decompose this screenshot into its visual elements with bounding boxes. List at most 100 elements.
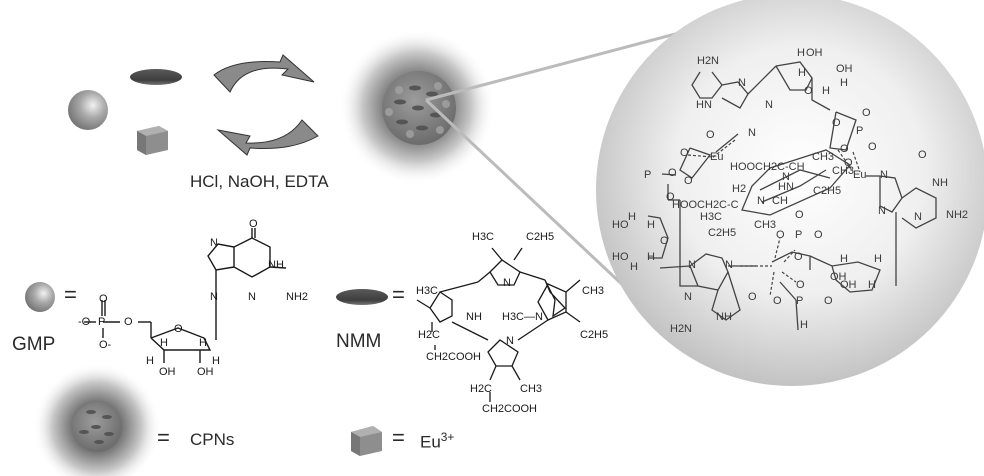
zoom-atom: N	[725, 259, 733, 271]
zoom-atom: N	[878, 205, 886, 217]
zoom-atom: H	[797, 47, 805, 59]
zoom-atom: C2H5	[708, 227, 737, 239]
zoom-atom: H	[840, 77, 848, 89]
zoom-atom: N	[880, 169, 888, 181]
nmm-group: CH2COOH	[482, 403, 538, 415]
zoom-atom: N	[782, 171, 790, 183]
zoom-atom: HN	[778, 181, 794, 193]
zoom-atom: H3C	[700, 211, 723, 223]
zoom-atom: O	[666, 191, 675, 203]
zoom-atom: P	[856, 125, 864, 137]
gmp-atom: NH	[268, 259, 284, 271]
zoom-atom: O	[832, 117, 841, 129]
nmm-group: H3C—N	[502, 311, 543, 323]
zoom-atom: O	[776, 229, 785, 241]
zoom-atom: CH3	[812, 151, 835, 163]
gmp-atom: O	[99, 293, 108, 305]
zoom-atom: P	[796, 295, 804, 307]
eu-label-base: Eu	[420, 432, 441, 452]
zoom-atom: O	[824, 295, 833, 307]
nmm-label: NMM	[336, 331, 382, 352]
zoom-atom: NH2	[946, 209, 969, 221]
zoom-atom: N	[748, 127, 756, 139]
zoom-atom: P	[644, 169, 652, 181]
zoom-atom: HOOCH2C-C	[672, 199, 739, 211]
nmm-group: H3C	[472, 231, 495, 243]
gmp-atom: OH	[197, 366, 214, 378]
gmp-atom: -O	[78, 316, 91, 328]
gmp-atom: O	[174, 323, 183, 335]
zoom-atom: O	[680, 147, 689, 159]
nmm-disc-legend	[336, 289, 388, 305]
zoom-line-bottom	[424, 98, 630, 292]
gmp-equals-sign: =	[64, 282, 77, 307]
cpns-label: CPNs	[190, 430, 235, 449]
gmp-structure-bonds	[84, 228, 287, 363]
zoom-atom: H	[840, 253, 848, 265]
zoom-atom: N	[738, 77, 746, 89]
zoom-atom: H2	[732, 183, 747, 195]
zoom-atom: O	[773, 295, 782, 307]
nmm-equals-sign: =	[392, 282, 405, 307]
eu-label: Eu3+	[420, 430, 454, 453]
gmp-label: GMP	[12, 334, 56, 355]
zoom-atom: H	[647, 251, 655, 263]
gmp-atom: N	[248, 291, 256, 303]
eu-cube-legend	[351, 426, 382, 456]
cpn-nanoparticle-top	[339, 29, 495, 185]
zoom-atom: O	[868, 141, 877, 153]
eu-cube-top	[137, 126, 168, 155]
zoom-atom: C2H5	[813, 185, 842, 197]
gmp-atom: H	[146, 355, 154, 367]
nmm-group: C2H5	[580, 329, 609, 341]
zoom-structure-bonds	[647, 61, 937, 331]
zoom-atom: HN	[696, 99, 712, 111]
zoom-atom: O	[794, 251, 803, 263]
gmp-sphere-top	[68, 90, 108, 130]
zoom-atom: OH	[836, 63, 853, 75]
nmm-structure-bonds	[416, 247, 581, 402]
zoom-atom: O	[804, 85, 813, 97]
zoom-atom: OH	[806, 47, 823, 59]
reagents-label: HCl, NaOH, EDTA	[190, 172, 329, 191]
zoom-atom: H	[800, 319, 808, 331]
gmp-atom: NH2	[286, 291, 309, 303]
zoom-atom: O	[814, 229, 823, 241]
zoom-line-top	[425, 22, 714, 102]
cpn-nanoparticle-legend	[33, 363, 161, 476]
forward-arrow-icon	[213, 54, 315, 93]
zoom-atom: O	[796, 279, 805, 291]
zoom-atom: O	[706, 129, 715, 141]
zoom-atom: O	[660, 235, 669, 247]
backward-arrow-icon	[216, 119, 319, 156]
zoom-atom: OH	[840, 279, 857, 291]
zoom-atom: NH	[716, 311, 732, 323]
nmm-group: H2C	[418, 329, 441, 341]
gmp-sphere-legend	[25, 282, 55, 312]
zoom-bubble	[596, 0, 984, 386]
zoom-atom: HO	[612, 251, 629, 263]
zoom-atom: Eu	[853, 169, 867, 181]
cpns-equals-sign: =	[157, 425, 170, 450]
zoom-atom: HOOCH2C-CH	[730, 161, 805, 173]
zoom-atom: H	[630, 261, 638, 273]
zoom-atom: N	[688, 259, 696, 271]
zoom-atom: O	[748, 291, 757, 303]
zoom-atom: O	[862, 107, 871, 119]
eu-label-charge: 3+	[440, 430, 455, 444]
zoom-atom: Eu	[710, 151, 724, 163]
zoom-atom: H	[868, 279, 876, 291]
eu-equals-sign: =	[392, 425, 405, 450]
gmp-atom: H	[160, 337, 168, 349]
zoom-atom: P	[795, 229, 803, 241]
zoom-atom: H	[647, 219, 655, 231]
nmm-group: CH3	[520, 383, 543, 395]
nmm-group: N	[503, 277, 511, 289]
nmm-group: N	[506, 335, 514, 347]
nmm-group: H2C	[470, 383, 493, 395]
gmp-atom: P	[98, 316, 106, 328]
gmp-atom: O	[249, 218, 258, 230]
zoom-atom: H2N	[670, 323, 693, 335]
zoom-atom: CH	[772, 195, 788, 207]
